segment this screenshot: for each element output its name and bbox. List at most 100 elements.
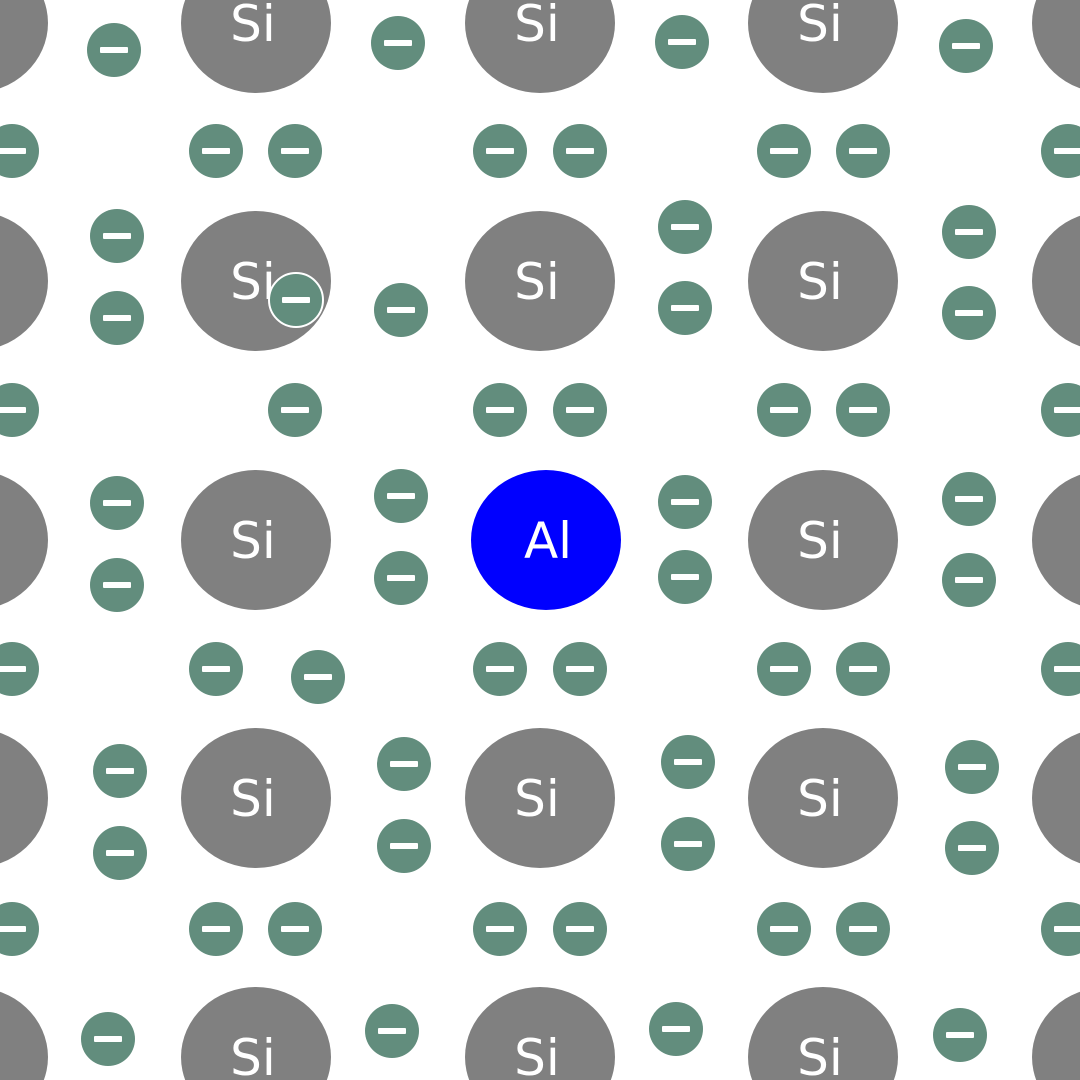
si-atom-body: [748, 0, 898, 93]
electron: [93, 826, 147, 880]
electron: [658, 200, 712, 254]
electron: [473, 642, 527, 696]
electron: [268, 272, 324, 328]
minus-sign-icon: [671, 574, 699, 580]
minus-sign-icon: [486, 407, 514, 413]
minus-sign-icon: [668, 39, 696, 45]
electron: [0, 902, 39, 956]
si-atom: Si: [748, 470, 898, 610]
electron: [0, 124, 39, 178]
electron: [473, 383, 527, 437]
minus-sign-icon: [952, 43, 980, 49]
si-atom: Si: [181, 728, 331, 868]
si-atom-body: [1032, 732, 1080, 864]
minus-sign-icon: [304, 674, 332, 680]
electron: [836, 902, 890, 956]
electron: [93, 744, 147, 798]
si-atom: Si: [181, 0, 331, 93]
minus-sign-icon: [106, 850, 134, 856]
minus-sign-icon: [958, 764, 986, 770]
si-atom-body: [748, 987, 898, 1080]
electron: [377, 819, 431, 873]
minus-sign-icon: [378, 1028, 406, 1034]
si-atom: Si: [0, 732, 48, 864]
si-atom: Si: [465, 211, 615, 351]
si-atom-body: [1032, 215, 1080, 347]
si-atom-body: [181, 470, 331, 610]
electron: [87, 23, 141, 77]
minus-sign-icon: [566, 407, 594, 413]
si-atom-body: [465, 987, 615, 1080]
minus-sign-icon: [849, 407, 877, 413]
electron: [1041, 642, 1080, 696]
minus-sign-icon: [1054, 407, 1080, 413]
si-atom-label: Si: [230, 770, 276, 828]
si-atom: Si: [748, 211, 898, 351]
electron: [942, 472, 996, 526]
minus-sign-icon: [390, 843, 418, 849]
si-atom: Si: [748, 987, 898, 1080]
electron: [945, 740, 999, 794]
si-atom-body: [181, 987, 331, 1080]
si-atom-label: Si: [797, 253, 843, 311]
minus-sign-icon: [94, 1036, 122, 1042]
minus-sign-icon: [202, 666, 230, 672]
minus-sign-icon: [674, 759, 702, 765]
minus-sign-icon: [849, 148, 877, 154]
electron: [374, 469, 428, 523]
minus-sign-icon: [671, 305, 699, 311]
minus-sign-icon: [384, 40, 412, 46]
minus-sign-icon: [566, 926, 594, 932]
electron: [374, 283, 428, 337]
electron: [942, 553, 996, 607]
minus-sign-icon: [486, 666, 514, 672]
minus-sign-icon: [566, 148, 594, 154]
si-atom-body: [748, 470, 898, 610]
minus-sign-icon: [202, 148, 230, 154]
minus-sign-icon: [770, 666, 798, 672]
electron: [374, 551, 428, 605]
si-atom-label: Si: [514, 253, 560, 311]
minus-sign-icon: [566, 666, 594, 672]
minus-sign-icon: [390, 761, 418, 767]
si-atom-body: [1032, 474, 1080, 606]
minus-sign-icon: [202, 926, 230, 932]
si-atom-label: Si: [797, 512, 843, 570]
si-atom: Si: [465, 0, 615, 93]
si-atom-label: Si: [797, 770, 843, 828]
si-atom-body: [0, 991, 48, 1080]
minus-sign-icon: [849, 926, 877, 932]
electron: [0, 383, 39, 437]
si-atom-body: [0, 0, 48, 89]
electron: [757, 124, 811, 178]
si-atom-label: Si: [514, 0, 560, 53]
electron: [942, 286, 996, 340]
si-atom: Si: [0, 0, 48, 89]
electron: [836, 383, 890, 437]
si-atom-body: [0, 474, 48, 606]
si-atom-label: Si: [230, 512, 276, 570]
minus-sign-icon: [671, 224, 699, 230]
minus-sign-icon: [1054, 666, 1080, 672]
electron: [365, 1004, 419, 1058]
si-atom: Si: [0, 474, 48, 606]
minus-sign-icon: [770, 148, 798, 154]
electrons-layer: [0, 15, 1080, 1066]
electron: [90, 209, 144, 263]
minus-sign-icon: [955, 496, 983, 502]
minus-sign-icon: [387, 493, 415, 499]
electron: [655, 15, 709, 69]
si-atom-label: Si: [230, 0, 276, 53]
minus-sign-icon: [281, 148, 309, 154]
electron: [473, 124, 527, 178]
electron: [377, 737, 431, 791]
electron: [268, 124, 322, 178]
electron: [942, 205, 996, 259]
electron: [945, 821, 999, 875]
electron: [268, 902, 322, 956]
electron: [90, 558, 144, 612]
si-atom: Si: [1032, 991, 1080, 1080]
si-atom: Si: [1032, 732, 1080, 864]
si-atom: Si: [748, 0, 898, 93]
